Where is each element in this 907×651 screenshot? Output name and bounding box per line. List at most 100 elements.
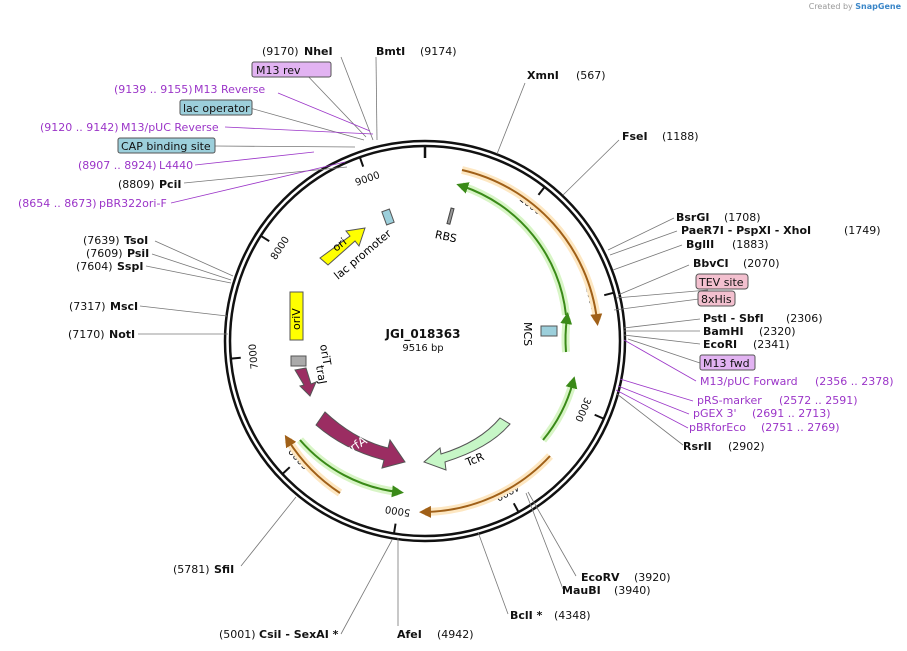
tsoi-name[interactable]: TsoI — [124, 234, 148, 247]
bsrgi-pos: (1708) — [724, 211, 761, 224]
m13rev-box[interactable]: M13 rev — [251, 61, 332, 78]
m13rev-primer-name[interactable]: M13 Reverse — [194, 83, 265, 96]
rsrii-pos: (2902) — [728, 440, 765, 453]
tick-label-5000: 5000 — [384, 503, 411, 518]
green-arc-1 — [460, 182, 570, 316]
xmni-name[interactable]: XmnI — [527, 69, 559, 82]
bamhi-name[interactable]: BamHI — [703, 325, 744, 338]
lac-promoter-mark — [381, 208, 395, 226]
psti-pos: (2306) — [786, 312, 823, 325]
sspi-name[interactable]: SspI — [117, 260, 143, 273]
paer7i-name[interactable]: PaeR7I - PspXI - XhoI — [681, 224, 811, 237]
plasmid-size: 9516 bp — [402, 343, 443, 354]
bglii-pos: (1883) — [732, 238, 769, 251]
psii-name[interactable]: PsiI — [127, 247, 149, 260]
noti-pos: (7170) — [68, 328, 105, 341]
bsrgi-name[interactable]: BsrGI — [676, 211, 709, 224]
maubi-name[interactable]: MauBI — [562, 584, 601, 597]
pbrforeco-name[interactable]: pBRforEco — [689, 421, 746, 434]
traj-label: traJ — [313, 364, 329, 385]
orf-arc-2-line — [419, 455, 551, 518]
his-tag-box-label: 8xHis — [701, 293, 732, 306]
m13puc-fwd-pos: (2356 .. 2378) — [815, 375, 894, 388]
trfa-arrow — [315, 411, 406, 469]
m13puc-fwd-name[interactable]: M13/pUC Forward — [700, 375, 798, 388]
orf-arc-3-line — [284, 434, 341, 494]
green-arc-2-line — [560, 312, 573, 353]
m13rev-box-label: M13 rev — [256, 64, 301, 77]
pgex-pos: (2691 .. 2713) — [752, 407, 831, 420]
nhei-name[interactable]: NheI — [304, 45, 333, 58]
afei-name[interactable]: AfeI — [397, 628, 422, 641]
ecorv-name[interactable]: EcoRV — [581, 571, 620, 584]
mcs-mark — [540, 325, 558, 337]
tick-9000 — [358, 156, 365, 167]
bcli-pos: (4348) — [554, 609, 591, 622]
fsei-name[interactable]: FseI — [622, 130, 648, 143]
prs-name[interactable]: pRS-marker — [697, 394, 762, 407]
pgex-name[interactable]: pGEX 3' — [693, 407, 737, 420]
cap-binding-box-label: CAP binding site — [121, 140, 211, 153]
plasmid-name: JGI_018363 — [385, 327, 461, 342]
primer-labels: (9139 .. 9155) M13 Reverse (9120 .. 9142… — [18, 83, 894, 434]
orit-label: oriT — [317, 343, 334, 366]
pbr322ori-pos: (8654 .. 8673) — [18, 197, 97, 210]
psii-pos: (7609) — [86, 247, 123, 260]
msci-pos: (7317) — [69, 300, 106, 313]
green-arc-3-line — [542, 376, 578, 441]
cap-binding-box[interactable]: CAP binding site — [117, 137, 216, 154]
pcii-pos: (8809) — [118, 178, 155, 191]
bmti-name[interactable]: BmtI — [376, 45, 405, 58]
snapgene-credit: Created by SnapGene — [808, 2, 901, 11]
trfa-feature[interactable]: trfA — [315, 411, 406, 469]
pcii-name[interactable]: PciI — [159, 178, 181, 191]
tick-4000 — [512, 502, 520, 513]
bamhi-pos: (2320) — [759, 325, 796, 338]
afei-pos: (4942) — [437, 628, 474, 641]
tick-3000 — [594, 413, 605, 420]
oriv-feature[interactable]: oriV — [289, 291, 304, 341]
m13puc-rev-name[interactable]: M13/pUC Reverse — [121, 121, 219, 134]
snapgene-logo: SnapGene — [855, 2, 901, 11]
psti-name[interactable]: PstI - SbfI — [703, 312, 764, 325]
tcr-feature[interactable]: TcR — [423, 417, 511, 471]
tick-2000 — [603, 291, 615, 297]
green-arc-3 — [539, 380, 577, 443]
m13fwd-box[interactable]: M13 fwd — [699, 354, 756, 371]
paer7i-pos: (1749) — [844, 224, 881, 237]
oriv-arrow — [289, 291, 304, 341]
mcs-label: MCS — [521, 322, 534, 346]
rsrii-name[interactable]: RsrII — [683, 440, 712, 453]
csii-pos: (5001) — [219, 628, 256, 641]
ecorv-pos: (3920) — [634, 571, 671, 584]
bmti-pos: (9174) — [420, 45, 457, 58]
ecori-name[interactable]: EcoRI — [703, 338, 737, 351]
ecori-pos: (2341) — [753, 338, 790, 351]
lac-operator-box[interactable]: lac operator — [179, 99, 253, 116]
orf-arc-1-line — [461, 169, 603, 326]
m13rev-primer-pos: (9139 .. 9155) — [114, 83, 193, 96]
tick-5000 — [392, 523, 397, 534]
tick-label-3000: 3000 — [572, 396, 592, 424]
green-arc-1-line — [456, 182, 567, 316]
bglii-name[interactable]: BglII — [686, 238, 714, 251]
bbvci-pos: (2070) — [743, 257, 780, 270]
ori-feature[interactable]: ori — [319, 227, 366, 266]
l4440-name[interactable]: L4440 — [159, 159, 193, 172]
tick-label-8000: 8000 — [269, 235, 292, 262]
msci-name[interactable]: MscI — [110, 300, 138, 313]
bcli-name[interactable]: BclI * — [510, 609, 543, 622]
leader-lines — [138, 56, 709, 635]
tev-site-box[interactable]: TEV site — [695, 273, 749, 290]
pbr322ori-name[interactable]: pBR322ori-F — [99, 197, 167, 210]
noti-name[interactable]: NotI — [109, 328, 135, 341]
green-arc-4-line — [299, 439, 404, 498]
sfii-name[interactable]: SfiI — [214, 563, 234, 576]
his-tag-box[interactable]: 8xHis — [697, 290, 736, 307]
csii-name[interactable]: CsiI - SexAI * — [259, 628, 339, 641]
tick-7000 — [230, 356, 241, 360]
primer-lines — [170, 92, 697, 429]
bbvci-name[interactable]: BbvCI — [693, 257, 729, 270]
tick-8000 — [260, 234, 270, 243]
